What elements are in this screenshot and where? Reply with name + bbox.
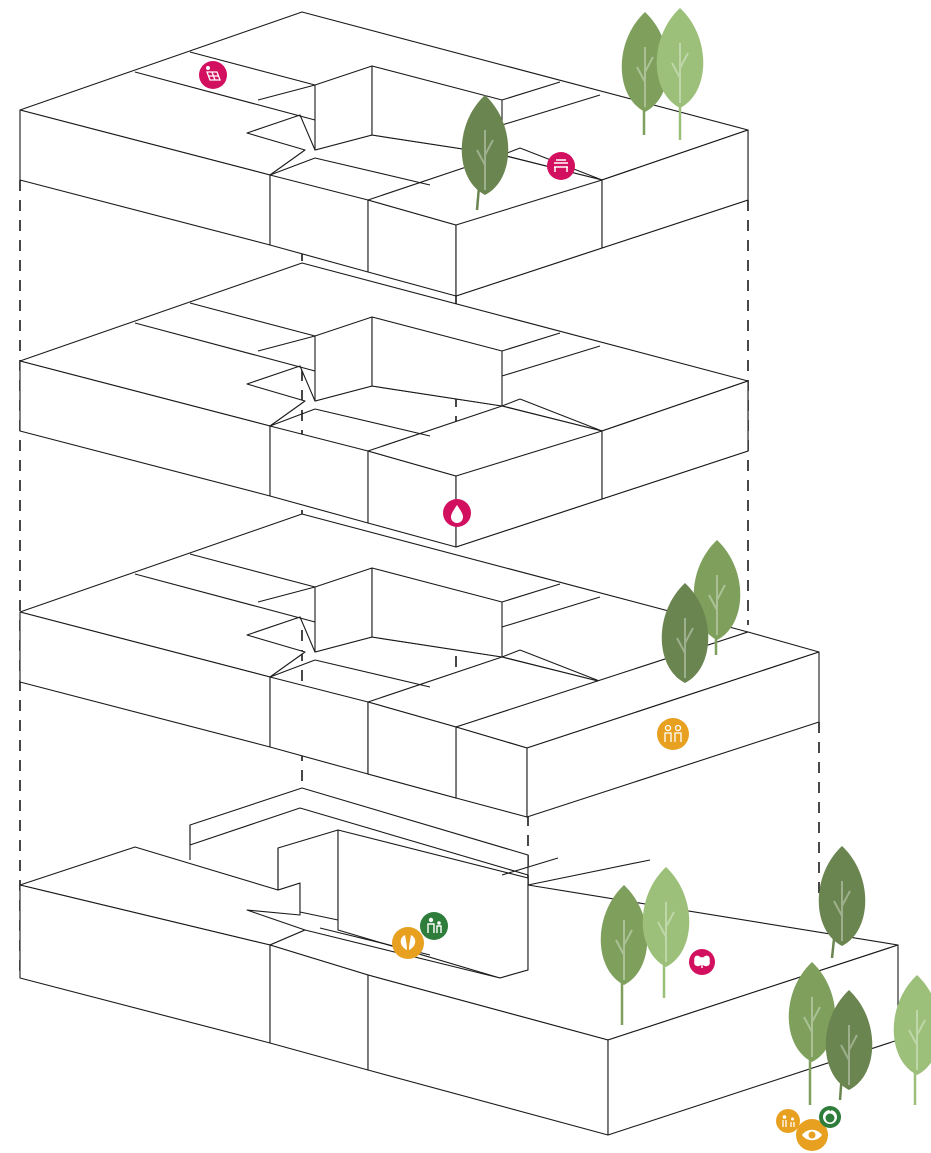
- tree-middle-front: [660, 582, 710, 684]
- bench-icon: [547, 152, 575, 180]
- people-icon: [420, 912, 448, 940]
- ground-level: [19, 787, 899, 1136]
- tree-ground-4: [787, 961, 837, 1105]
- tree-roof-front: [655, 7, 705, 140]
- tree-middle-back: [692, 539, 742, 655]
- community-icon: [657, 718, 689, 750]
- solar-panel-icon: [199, 61, 227, 89]
- eye-icon: [796, 1119, 828, 1151]
- upper-level: [19, 262, 749, 548]
- tree-roof-back: [620, 11, 670, 135]
- family-icon: [776, 1109, 800, 1133]
- tree-ground-1: [599, 884, 649, 1025]
- roof-level: [19, 11, 749, 297]
- tree-ground-3: [817, 845, 867, 959]
- apple-icon: [819, 1106, 841, 1128]
- tree-ground-2: [641, 866, 691, 998]
- tree-ground-6: [892, 974, 931, 1105]
- butterfly-icon: [689, 949, 715, 975]
- tree-roof-center: [460, 94, 510, 211]
- tree-ground-5: [824, 989, 874, 1101]
- water-drop-icon: [443, 499, 471, 527]
- leaf-icon: [392, 927, 424, 959]
